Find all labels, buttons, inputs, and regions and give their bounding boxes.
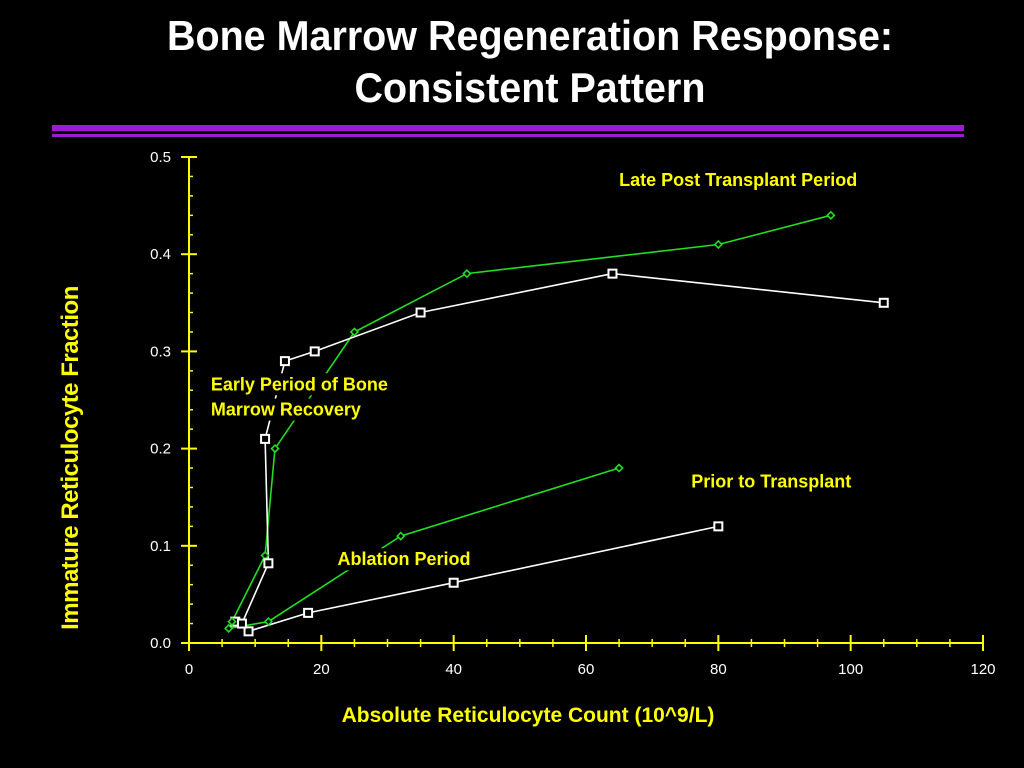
y-tick-label: 0.1 xyxy=(150,538,171,555)
data-point-diamond xyxy=(270,443,280,454)
data-point-square xyxy=(236,618,247,629)
x-tick-label: 0 xyxy=(185,661,193,678)
slide-title: Bone Marrow Regeneration Response: Consi… xyxy=(32,10,1024,114)
x-tick-label: 60 xyxy=(578,661,595,678)
annotation-background xyxy=(206,398,365,421)
x-tick-label: 80 xyxy=(710,661,727,678)
data-point-square xyxy=(607,268,618,279)
annotation-label: Early Period of Bone xyxy=(211,374,388,394)
data-point-square xyxy=(713,521,724,532)
annotation-label: Prior to Transplant xyxy=(691,471,851,491)
data-point-diamond xyxy=(227,616,237,627)
data-point-square xyxy=(415,307,426,318)
data-point-square xyxy=(263,558,274,569)
series-line-1 xyxy=(228,467,620,630)
annotation-background xyxy=(206,373,392,396)
series-markers xyxy=(224,210,889,637)
x-tick-label: 100 xyxy=(838,661,863,678)
data-point-square xyxy=(878,297,889,308)
x-axis-label: Absolute Reticulocyte Count (10^9/L) xyxy=(341,704,715,727)
slide-title-line-2: Consistent Pattern xyxy=(354,64,706,111)
annotation-label: Late Post Transplant Period xyxy=(619,170,857,190)
title-divider-thick xyxy=(52,125,964,131)
data-point-diamond xyxy=(263,616,274,627)
annotation-label: Marrow Recovery xyxy=(211,400,361,420)
annotation-background xyxy=(615,169,862,192)
y-tick-label: 0.2 xyxy=(150,441,171,458)
data-point-square xyxy=(303,607,314,618)
series-line-4 xyxy=(241,272,884,624)
data-point-diamond xyxy=(713,239,723,250)
y-axis-label: Immature Reticulocyte Fraction xyxy=(57,286,84,630)
data-point-diamond xyxy=(224,623,234,634)
annotation-background xyxy=(333,548,475,571)
slide-title-line-1: Bone Marrow Regeneration Response: xyxy=(166,12,894,59)
x-tick-label: 120 xyxy=(970,661,995,678)
data-point-diamond xyxy=(826,210,836,220)
title-divider-thin xyxy=(52,134,964,137)
annotation-label: Ablation Period xyxy=(338,549,471,569)
x-tick-label: 20 xyxy=(313,661,330,678)
data-point-diamond xyxy=(396,531,406,541)
y-tick-label: 0.4 xyxy=(150,246,171,263)
data-point-diamond xyxy=(614,463,624,473)
data-point-square xyxy=(243,626,254,637)
y-tick-label: 0.0 xyxy=(150,635,171,652)
data-point-diamond xyxy=(462,269,472,279)
x-tick-label: 40 xyxy=(445,661,462,678)
data-point-square xyxy=(309,346,320,357)
y-tick-label: 0.3 xyxy=(150,343,171,360)
series-lines xyxy=(228,214,884,633)
axis-ticks: 0.0 0.1 0.2 0.3 0.4 0.5 0 20 40 60 80 100 120 xyxy=(150,149,995,678)
data-point-square xyxy=(279,356,290,367)
data-point-diamond xyxy=(349,327,360,337)
annotation-background xyxy=(687,470,856,493)
y-tick-label: 0.5 xyxy=(150,149,171,166)
data-point-square xyxy=(448,577,459,588)
data-point-square xyxy=(260,433,271,444)
